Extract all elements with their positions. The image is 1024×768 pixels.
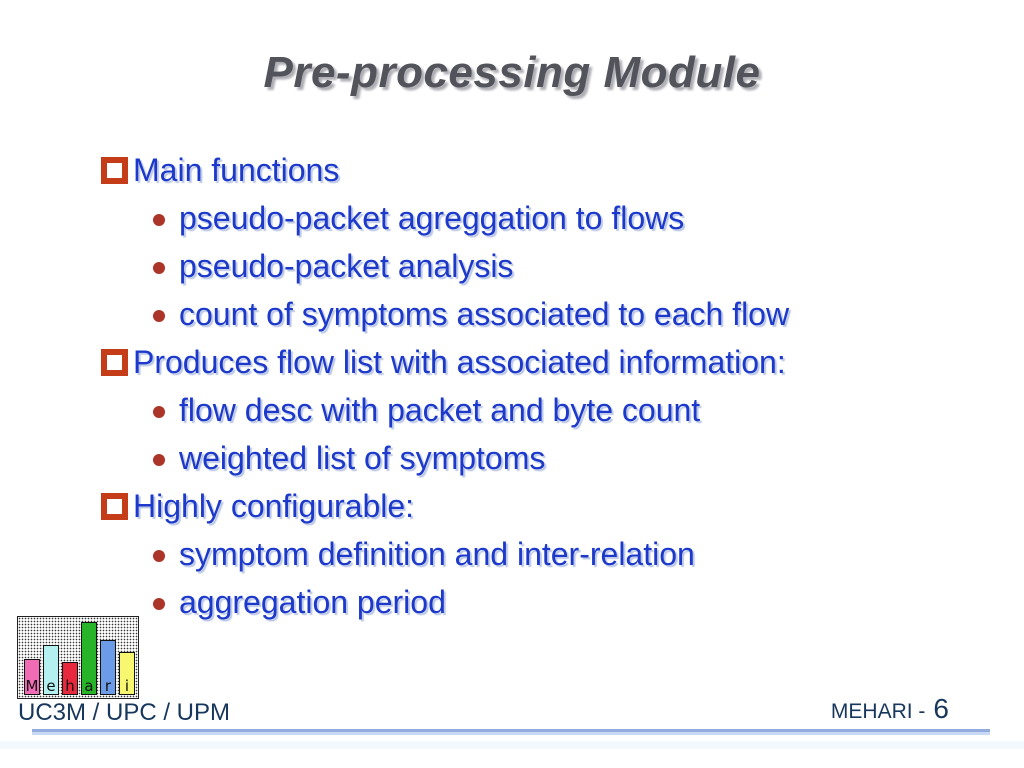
footer-affiliations: UC3M / UPC / UPM xyxy=(18,699,231,726)
bullet-text: flow desc with packet and byte count xyxy=(179,391,701,428)
bullet-text: count of symptoms associated to each flo… xyxy=(179,295,790,332)
footer-divider xyxy=(32,729,990,735)
slide-number: 6 xyxy=(933,693,949,724)
bullet-item: Produces flow list with associated infor… xyxy=(101,338,961,386)
logo-bar: a xyxy=(81,622,97,695)
bullet-item: Main functions xyxy=(101,146,961,194)
bullet-item: aggregation period xyxy=(101,578,961,626)
bullet-item: pseudo-packet analysis xyxy=(101,242,961,290)
bullet-text: symptom definition and inter-relation xyxy=(179,535,695,572)
dot-bullet-icon xyxy=(153,550,165,562)
bullet-item: Highly configurable: xyxy=(101,482,961,530)
logo-letter: a xyxy=(84,677,94,695)
logo-letter: r xyxy=(104,677,112,695)
bullet-list: Main functions pseudo-packet agreggation… xyxy=(101,146,961,626)
square-bullet-icon xyxy=(101,156,128,184)
footer-band xyxy=(0,741,1024,749)
bullet-item: pseudo-packet agreggation to flows xyxy=(101,194,961,242)
footer-project-label: MEHARI - xyxy=(830,700,926,723)
logo-bar: r xyxy=(100,640,116,695)
dot-bullet-icon xyxy=(153,406,165,418)
bullet-text: Highly configurable: xyxy=(133,487,415,524)
bullet-text: pseudo-packet agreggation to flows xyxy=(179,199,685,236)
logo-bar: e xyxy=(43,645,59,695)
mehari-logo: M e h a r i xyxy=(17,616,139,699)
slide-title: Pre-processing Module xyxy=(263,48,761,97)
bullet-text: aggregation period xyxy=(179,583,446,620)
logo-letter: e xyxy=(46,677,56,695)
dot-bullet-icon xyxy=(153,214,165,226)
square-bullet-icon xyxy=(101,348,128,376)
bullet-text: Produces flow list with associated infor… xyxy=(133,343,786,380)
dot-bullet-icon xyxy=(153,310,165,322)
bullet-item: symptom definition and inter-relation xyxy=(101,530,961,578)
square-bullet-icon xyxy=(101,492,128,520)
logo-letter: h xyxy=(65,677,75,695)
logo-bar: i xyxy=(119,652,135,695)
logo-letter: M xyxy=(25,677,39,695)
logo-letter: i xyxy=(124,677,130,695)
logo-bar: M xyxy=(24,659,40,695)
bullet-text: Main functions xyxy=(133,151,340,188)
logo-bar: h xyxy=(62,662,78,695)
bullet-item: weighted list of symptoms xyxy=(101,434,961,482)
bullet-text: weighted list of symptoms xyxy=(179,439,546,476)
dot-bullet-icon xyxy=(153,598,165,610)
bullet-text: pseudo-packet analysis xyxy=(179,247,514,284)
dot-bullet-icon xyxy=(153,454,165,466)
dot-bullet-icon xyxy=(153,262,165,274)
bullet-item: count of symptoms associated to each flo… xyxy=(101,290,961,338)
bullet-item: flow desc with packet and byte count xyxy=(101,386,961,434)
footer-slide-id: MEHARI - 6 xyxy=(831,693,949,725)
